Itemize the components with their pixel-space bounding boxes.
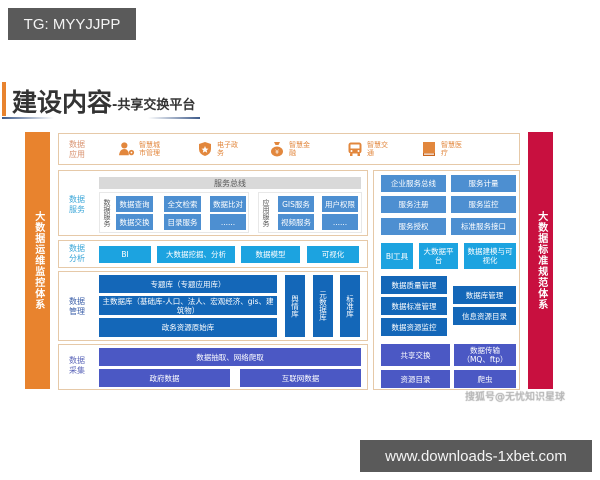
service-item: 数据比对 <box>210 196 246 212</box>
right-collection-item: 数据传输（MQ、ftp） <box>454 344 516 366</box>
watermark-text: 搜狐号@无忧知识星球 <box>465 392 565 403</box>
right-collection-item: 共享交换 <box>381 344 450 366</box>
app-item-label: 智慧金融 <box>289 141 310 157</box>
service-item: 全文检索 <box>164 196 201 212</box>
service-item: 用户权限 <box>322 196 358 212</box>
collection-item-gov-data: 政府数据 <box>99 369 230 387</box>
right-collection-item: 爬虫 <box>454 370 516 388</box>
analysis-item-visual: 可视化 <box>307 246 359 263</box>
right-service-item: 标准服务接口 <box>451 218 516 235</box>
service-row-label: 数据服务 <box>69 195 85 214</box>
service-item: 数据查询 <box>116 196 153 212</box>
app-item-traffic: 智慧交通 <box>347 141 389 157</box>
app-item-label: 智慧交通 <box>367 141 388 157</box>
right-management-item: 数据标准管理 <box>381 297 447 315</box>
right-service-item: 服务监控 <box>451 196 516 213</box>
management-item-topic-db: 专题库（专题应用库） <box>99 275 277 293</box>
right-service-item: 服务计量 <box>451 175 516 192</box>
management-item-sentiment-db: 舆情库 <box>285 275 305 337</box>
bottom-tag: www.downloads-1xbet.com <box>360 440 592 472</box>
analysis-item-bi: BI <box>99 246 151 263</box>
ops-monitoring-label: 大数据运维监控体系 <box>32 211 44 310</box>
ops-monitoring-bar: 大数据运维监控体系 <box>25 132 50 389</box>
service-item: ...... <box>322 214 358 230</box>
shield-star-icon <box>197 141 213 157</box>
data-service-group-label: 数据服务 <box>103 199 111 227</box>
service-item: 数据交换 <box>116 214 153 230</box>
management-row-label: 数据管理 <box>69 297 85 316</box>
collection-row-label: 数据采集 <box>69 356 85 375</box>
app-item-e-gov: 电子政务 <box>197 141 239 157</box>
app-item-medical: 智慧医疗 <box>421 141 463 157</box>
app-service-group: 应用服务 GIS服务 用户权限 视频服务 ...... <box>258 192 362 233</box>
app-item-finance: ¥ 智慧金融 <box>269 141 311 157</box>
management-item-master-db: 主数据库（基础库-人口、法人、宏观经济、gis、建筑物） <box>99 296 277 315</box>
right-service-item: 企业服务总线 <box>381 175 446 192</box>
service-item: 视频服务 <box>278 214 314 230</box>
right-service-item: 服务注册 <box>381 196 446 213</box>
app-item-label: 电子政务 <box>217 141 238 157</box>
right-analysis-item: 数据建模与可视化 <box>464 243 516 269</box>
right-management-item: 数据质量管理 <box>381 276 447 294</box>
analysis-item-model: 数据模型 <box>241 246 300 263</box>
app-service-group-label: 应用服务 <box>262 199 270 227</box>
right-collection-item: 资源目录 <box>381 370 450 388</box>
management-item-standard-db: 标准库 <box>340 275 360 337</box>
top-tag: TG: MYYJJPP <box>8 8 136 40</box>
service-bus: 服务总线 <box>99 177 361 189</box>
right-management-item: 数据库管理 <box>453 286 516 304</box>
analysis-row: 数据分析 BI 大数据挖掘、分析 数据模型 可视化 <box>58 240 368 268</box>
management-item-raw-db: 政务资源原始库 <box>99 318 277 337</box>
bus-icon <box>347 141 363 157</box>
service-item: ...... <box>210 214 246 230</box>
right-panel: 企业服务总线 服务计量 服务注册 服务监控 服务授权 标准服务接口 BI工具 大… <box>373 170 520 390</box>
money-bag-icon: ¥ <box>269 141 285 157</box>
collection-item-internet-data: 互联网数据 <box>240 369 361 387</box>
svg-text:¥: ¥ <box>275 149 279 156</box>
title-underline-right <box>148 117 200 119</box>
app-row: 数据应用 智慧城市管理 电子政务 ¥ 智慧金融 智慧交通 智慧医疗 <box>58 133 520 165</box>
collection-row: 数据采集 数据抽取、网络爬取 政府数据 互联网数据 <box>58 344 368 390</box>
book-icon <box>421 141 437 157</box>
standards-bar: 大数据标准规范体系 <box>528 132 553 389</box>
right-analysis-item: 大数据平台 <box>419 243 458 269</box>
analysis-row-label: 数据分析 <box>69 244 85 263</box>
management-item-metadata-db: 元数据库 <box>313 275 333 337</box>
standards-label: 大数据标准规范体系 <box>535 211 547 310</box>
service-row: 数据服务 服务总线 数据服务 数据查询 全文检索 数据比对 数据交换 目录服务 … <box>58 170 368 236</box>
title-underline-left <box>2 117 54 119</box>
collection-item-extraction: 数据抽取、网络爬取 <box>99 348 361 366</box>
management-row: 数据管理 专题库（专题应用库） 主数据库（基础库-人口、法人、宏观经济、gis、… <box>58 271 368 341</box>
title-accent-bar <box>2 82 6 116</box>
service-item: 目录服务 <box>164 214 201 230</box>
app-item-smart-city: 智慧城市管理 <box>119 141 161 157</box>
right-analysis-item: BI工具 <box>381 243 413 269</box>
app-item-label: 智慧城市管理 <box>139 141 160 157</box>
right-service-item: 服务授权 <box>381 218 446 235</box>
app-item-label: 智慧医疗 <box>441 141 462 157</box>
app-row-label: 数据应用 <box>69 140 85 159</box>
right-management-item: 信息资源目录 <box>453 307 516 325</box>
page-subtitle: -共享交换平台 <box>112 98 196 113</box>
smart-city-icon <box>119 141 135 157</box>
right-management-item: 数据资源监控 <box>381 318 447 336</box>
data-service-group: 数据服务 数据查询 全文检索 数据比对 数据交换 目录服务 ...... <box>99 192 249 233</box>
service-item: GIS服务 <box>278 196 314 212</box>
analysis-item-mining: 大数据挖掘、分析 <box>157 246 235 263</box>
page-title: 建设内容 <box>12 88 113 117</box>
